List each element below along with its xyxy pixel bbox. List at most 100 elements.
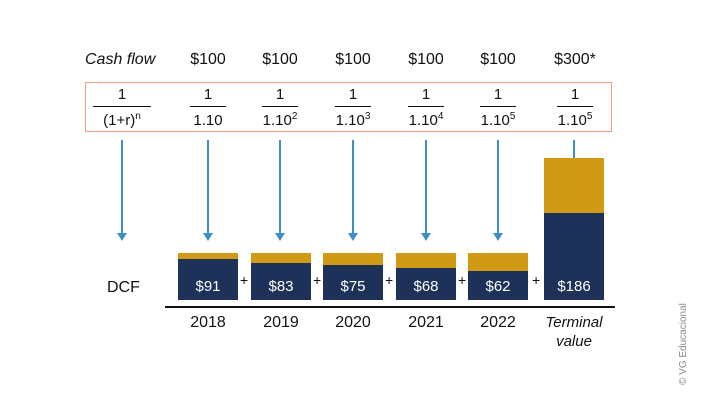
fraction-numerator: 1 xyxy=(348,86,358,103)
denominator-base: 1.10 xyxy=(557,112,587,129)
year-label-2020: 2020 xyxy=(335,314,371,331)
bar-value-label: $75 xyxy=(340,278,366,295)
terminal-label-line1: Terminal xyxy=(545,314,603,331)
fraction-numerator: 1 xyxy=(275,86,285,103)
arrow-down-icon xyxy=(203,233,213,241)
dcf-bar-2019: $83 xyxy=(251,253,311,300)
cash-flow-value-4: $100 xyxy=(408,51,444,68)
fraction-denominator: 1.102 xyxy=(240,108,320,130)
arrow-shaft xyxy=(207,140,209,234)
plus-sign: + xyxy=(313,272,322,288)
arrow-shaft xyxy=(352,140,354,234)
discount-factor-terminal: 1 1.105 xyxy=(535,86,615,130)
bar-remainder-segment xyxy=(178,253,238,259)
plus-sign: + xyxy=(385,272,394,288)
denominator-exponent: 5 xyxy=(509,111,516,122)
denominator-base: 1.10 xyxy=(193,112,223,129)
fraction-numerator: 1 xyxy=(117,86,127,103)
bar-value-label: $91 xyxy=(195,278,221,295)
denominator-exponent: 5 xyxy=(586,111,593,122)
plus-sign: + xyxy=(458,272,467,288)
fraction-denominator: 1.104 xyxy=(386,108,466,130)
fraction-numerator: 1 xyxy=(203,86,213,103)
fraction-numerator: 1 xyxy=(493,86,503,103)
denominator-base: (1+r) xyxy=(103,112,136,129)
dcf-label: DCF xyxy=(107,279,140,296)
bar-value-label: $83 xyxy=(268,278,294,295)
discount-factor-2: 1 1.102 xyxy=(240,86,320,130)
bar-discounted-segment xyxy=(323,265,383,300)
denominator-base: 1.10 xyxy=(480,112,510,129)
denominator-exponent: 2 xyxy=(291,111,298,122)
denominator-base: 1.10 xyxy=(408,112,438,129)
fraction-denominator: (1+r)n xyxy=(82,108,162,130)
bar-value-label: $62 xyxy=(485,278,511,295)
year-label-terminal: Terminal value xyxy=(534,313,614,351)
cash-flow-value-2: $100 xyxy=(262,51,298,68)
arrow-shaft xyxy=(279,140,281,234)
arrow-down-icon xyxy=(493,233,503,241)
fraction-bar xyxy=(480,106,516,107)
bar-value-label: $68 xyxy=(413,278,439,295)
discount-factor-4: 1 1.104 xyxy=(386,86,466,130)
fraction-denominator: 1.10 xyxy=(168,108,248,130)
fraction-bar xyxy=(335,106,371,107)
arrow-down-icon xyxy=(421,233,431,241)
dcf-bar-2020: $75 xyxy=(323,253,383,300)
arrow-down-icon xyxy=(348,233,358,241)
cash-flow-value-3: $100 xyxy=(335,51,371,68)
terminal-label-line2: value xyxy=(556,333,592,350)
arrow-shaft xyxy=(497,140,499,234)
arrow-shaft xyxy=(425,140,427,234)
fraction-denominator: 1.105 xyxy=(458,108,538,130)
baseline-axis xyxy=(165,306,615,308)
bar-remainder-segment xyxy=(468,253,528,271)
discount-factor-box xyxy=(85,82,612,132)
fraction-denominator: 1.103 xyxy=(313,108,393,130)
fraction-bar xyxy=(93,106,151,107)
bar-discounted-segment xyxy=(544,213,604,300)
bar-discounted-segment xyxy=(178,259,238,300)
bar-remainder-segment xyxy=(544,158,604,213)
fraction-bar xyxy=(190,106,226,107)
fraction-denominator: 1.105 xyxy=(535,108,615,130)
fraction-numerator: 1 xyxy=(421,86,431,103)
copyright-text: © VG Educacional xyxy=(678,303,689,385)
dcf-bar-2022: $62 xyxy=(468,253,528,300)
bar-discounted-segment xyxy=(396,268,456,300)
arrow-down-icon xyxy=(275,233,285,241)
plus-sign: + xyxy=(532,272,541,288)
discount-factor-1: 1 1.10 xyxy=(168,86,248,130)
year-label-2018: 2018 xyxy=(190,314,226,331)
year-label-2019: 2019 xyxy=(263,314,299,331)
bar-value-label: $186 xyxy=(557,278,591,295)
cash-flow-label: Cash flow xyxy=(85,51,156,68)
bar-remainder-segment xyxy=(323,253,383,265)
denominator-base: 1.10 xyxy=(262,112,292,129)
bar-remainder-segment xyxy=(396,253,456,268)
dcf-bar-2021: $68 xyxy=(396,253,456,300)
general-discount-factor: 1 (1+r)n xyxy=(82,86,162,130)
fraction-numerator: 1 xyxy=(570,86,580,103)
arrow-down-icon xyxy=(117,233,127,241)
dcf-bar-2018: $91 xyxy=(178,253,238,300)
denominator-exponent: n xyxy=(135,111,141,122)
bar-discounted-segment xyxy=(468,271,528,300)
plus-sign: + xyxy=(240,272,249,288)
denominator-base: 1.10 xyxy=(335,112,365,129)
dcf-bar-terminal: $186 xyxy=(544,158,604,300)
fraction-bar xyxy=(408,106,444,107)
cash-flow-value-5: $100 xyxy=(480,51,516,68)
discount-factor-3: 1 1.103 xyxy=(313,86,393,130)
fraction-bar xyxy=(557,106,593,107)
bar-discounted-segment xyxy=(251,263,311,300)
denominator-exponent: 3 xyxy=(364,111,371,122)
cash-flow-value-1: $100 xyxy=(190,51,226,68)
cash-flow-value-terminal: $300* xyxy=(554,51,596,68)
bar-remainder-segment xyxy=(251,253,311,263)
fraction-bar xyxy=(262,106,298,107)
year-label-2022: 2022 xyxy=(480,314,516,331)
arrow-shaft xyxy=(121,140,123,234)
year-label-2021: 2021 xyxy=(408,314,444,331)
discount-factor-5: 1 1.105 xyxy=(458,86,538,130)
